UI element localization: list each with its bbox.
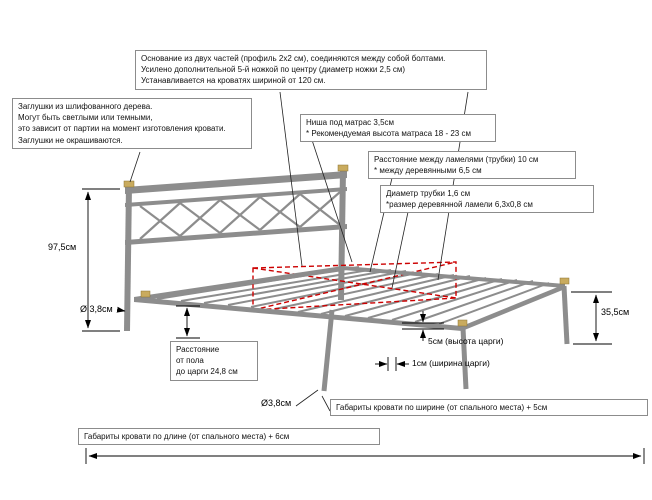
wood-caps xyxy=(123,164,570,327)
center-fifth-leg xyxy=(321,309,335,392)
label-center-leg-diameter: Ø3,8см xyxy=(261,398,292,408)
legs xyxy=(321,285,570,392)
label-foot-height: 35,5см xyxy=(601,307,630,317)
label-head-leg-diameter: Ø 3,8см xyxy=(80,304,113,314)
callout-overall-length: Габариты кровати по длине (от спального … xyxy=(78,428,380,446)
base-joint-outline xyxy=(252,261,457,311)
callout-floor-clearance: Расстояние от пола до царги 24,8 см xyxy=(170,341,258,381)
head-rail xyxy=(134,266,343,302)
foot-rail xyxy=(462,284,565,331)
label-rail-height: 5см (высота царги) xyxy=(428,336,504,346)
callout-base-construction: Основание из двух частей (профиль 2х2 см… xyxy=(135,50,487,90)
label-headboard-height: 97,5см xyxy=(48,242,77,252)
label-rail-width: 1см (ширина царги) xyxy=(412,358,490,368)
frame-rails xyxy=(134,266,565,331)
foot-near-leg xyxy=(460,327,469,390)
far-side-rail xyxy=(343,266,565,288)
slats xyxy=(156,266,550,325)
near-side-rail xyxy=(134,297,462,331)
callout-slat-spacing: Расстояние между ламелями (трубки) 10 см… xyxy=(368,151,576,180)
headboard xyxy=(124,169,347,332)
callout-overall-width: Габариты кровати по ширине (от спального… xyxy=(330,399,648,417)
callout-mattress-niche: Ниша под матрас 3,5см * Рекомендуемая вы… xyxy=(300,114,496,143)
headboard-left-post xyxy=(124,185,132,332)
foot-far-leg xyxy=(561,285,570,345)
callout-wood-caps: Заглушки из шлифованного дерева. Могут б… xyxy=(12,98,252,149)
callout-tube-size: Диаметр трубки 1,6 см *размер деревянной… xyxy=(380,185,594,214)
dimension-lines xyxy=(82,188,645,464)
